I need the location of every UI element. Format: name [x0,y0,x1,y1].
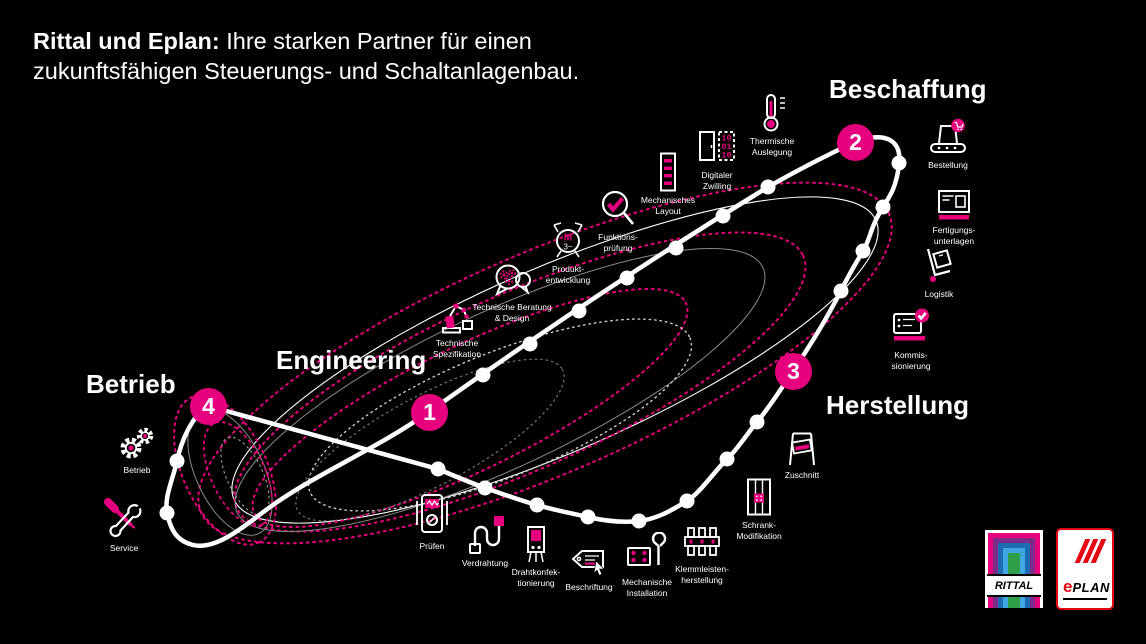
rittal-wordmark-band: RITTAL [987,574,1041,597]
milestone-4: 4 [190,388,227,425]
step-technische-beratung: Technische Beratung & Design [467,263,557,323]
step-label: Prüfen [419,541,445,551]
step-label: Kommis- sionierung [891,350,931,371]
panel-cut-icon [789,432,815,466]
picking-checklist-icon [893,308,929,341]
wiring-icon [469,516,504,554]
step-drahtkonfektionierung: Drahtkonfek- tionierung [491,524,581,588]
step-label: Zuschnitt [784,470,820,480]
step-logistik: Logistik [894,246,984,300]
heading-betrieb: Betrieb [86,369,176,399]
step-label: Verdrahtung [461,558,509,568]
step-thermische-auslegung: Thermische Auslegung [727,93,817,157]
robot-arm-icon [442,303,473,334]
hand-truck-icon [926,248,952,282]
digital-twin-icon: 10 01 10 [699,131,735,161]
step-zuschnitt: Zuschnitt [757,431,847,481]
twin-binary-row2: 01 [721,142,731,152]
production-documents-icon [938,190,970,220]
step-label: Fertigungs- unterlagen [932,225,976,246]
step-bestellung: Bestellung [903,117,993,171]
multimeter-icon [416,494,448,533]
step-label: Logistik [924,289,954,299]
milestone-2: 2 [837,124,874,161]
step-verdrahtung: Verdrahtung [440,511,530,569]
rittal-ring-magenta [988,533,1040,608]
label-tag-icon [571,550,605,576]
path-nodes [159,155,907,529]
step-betrieb: Betrieb [92,424,182,476]
step-label: Funktions- prüfung [598,232,638,253]
twin-binary-row3: 10 [721,151,731,161]
speech-gears-icon [495,264,531,297]
step-kommissionierung: Kommis- sionierung [866,307,956,371]
plate-wrench-icon [627,532,667,566]
heading-beschaffung: Beschaffung [829,74,987,104]
step-label: Digitaler Zwilling [701,170,733,191]
motor-phase-text: 3~ [563,243,572,252]
step-label: Thermische Auslegung [749,136,795,157]
layout-cabinet-icon [660,152,676,192]
step-service: Service [79,496,169,554]
gears-icon [120,427,154,459]
page-title: Rittal und Eplan: Ihre starken Partner f… [33,26,579,86]
step-label: Drahtkonfek- tionierung [511,567,561,588]
step-fertigungsunterlagen: Fertigungs- unterlagen [909,188,999,246]
rittal-logo: RITTAL [985,530,1043,608]
step-label: Service [109,543,139,553]
heading-engineering: Engineering [276,345,427,375]
step-beschriftung: Beschriftung [544,539,634,593]
order-laptop-cart-icon [930,118,966,153]
rittal-ring-purple [993,538,1035,608]
step-label: Mechanisches Layout [640,195,696,216]
title-line2: zukunftsfähigen Steuerungs- und Schaltan… [33,58,580,84]
step-label: Schrank- Modifikation [736,520,782,541]
magnifier-check-icon [601,190,635,225]
title-lead: Rittal und Eplan: [33,28,220,54]
title-rest: Ihre starken Partner für einen [219,28,532,54]
step-digitaler-zwilling: 10 01 10 Digitaler Zwilling [672,127,762,191]
milestone-3: 3 [775,353,812,390]
step-label: Technische Beratung & Design [472,302,552,323]
heading-herstellung: Herstellung [826,390,970,420]
terminal-block-icon [684,527,720,556]
service-tools-icon [104,498,142,538]
step-label: Technische Spezifikation [432,338,482,359]
thermometer-icon [763,94,785,132]
wire-connector-icon [527,526,545,563]
step-mechanisches-layout: Mechanisches Layout [623,152,713,216]
step-label: Klemmleisten- herstellung [675,564,729,585]
eplan-plan: PLAN [1072,580,1110,595]
step-label: Betrieb [123,465,151,475]
step-pruefen: Prüfen [387,492,477,552]
milestone-1: 1 [411,394,448,431]
motor-icon: M 3~ [553,222,583,258]
step-klemmleisten-herstellung: Klemmleisten- herstellung [657,521,747,585]
twin-binary-row1: 10 [721,134,731,144]
rittal-wordmark: RITTAL [994,579,1034,592]
eplan-wordmark: ePLAN [1063,577,1110,600]
eplan-logo: ePLAN [1056,528,1114,610]
step-mechanische-installation: Mechanische Installation [602,532,692,598]
enclosure-icon [747,478,771,516]
step-label: Beschriftung [565,582,613,592]
step-produktentwicklung: M 3~ Produkt- entwicklung [523,221,613,285]
step-schrank-modifikation: Schrank- Modifikation [714,477,804,541]
step-technische-spezifikation: Technische Spezifikation [412,297,502,359]
step-label: Produkt- entwicklung [545,264,591,285]
step-label: Bestellung [928,160,968,170]
eplan-e: e [1063,577,1073,596]
step-label: Mechanische Installation [621,577,673,598]
motor-m-text: M [564,233,572,244]
step-funktionspruefung: Funktions- prüfung [573,189,663,253]
